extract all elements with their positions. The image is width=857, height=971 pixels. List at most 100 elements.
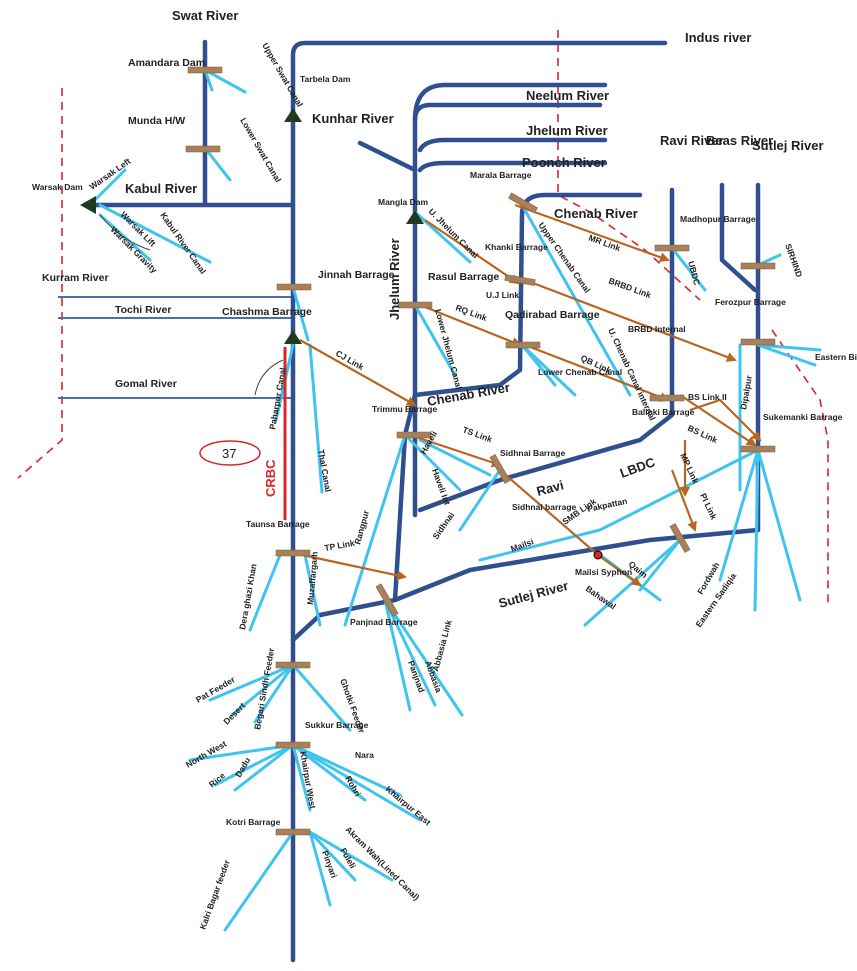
barrages xyxy=(185,66,776,836)
cj-link-arrow xyxy=(299,339,417,406)
muzaffargarh-canal xyxy=(303,553,322,627)
structure-labels: Amandara Dam Munda H/W Warsak Dam Tarbel… xyxy=(32,57,843,827)
abbasia-canal xyxy=(383,598,437,707)
neelum-river-line xyxy=(412,82,608,123)
kotri-label: Kotri Barrage xyxy=(226,817,281,827)
crbc-badge xyxy=(199,440,261,466)
sidhnai-barrage-bar xyxy=(489,454,511,484)
rangpur-canal xyxy=(343,433,407,627)
bs-link-2-label: BS Link II xyxy=(688,392,727,402)
upper-swat-canal xyxy=(203,68,247,94)
sukkur-barrage-bar xyxy=(275,741,311,749)
ubdc-label: UBDC xyxy=(686,260,702,286)
lower-jhelum-canal xyxy=(413,303,457,377)
mangla-label: Mangla Dam xyxy=(378,197,429,207)
ferozpur-barrage-bar xyxy=(740,338,776,346)
rivers xyxy=(85,39,761,963)
brbd-link-label: BRBD Link xyxy=(607,275,652,300)
chenab-lower-label: Chenab River xyxy=(426,380,511,409)
madhopur-barrage-bar xyxy=(654,244,690,252)
tarbela-dam-icon xyxy=(284,108,302,122)
amandara-label: Amandara Dam xyxy=(128,57,205,69)
rasul-barrage-bar xyxy=(397,301,433,309)
balloki-barrage-bar xyxy=(649,394,685,402)
amandara-branch xyxy=(203,68,214,92)
qb-link-arrow xyxy=(524,343,670,402)
rasul-label: Rasul Barrage xyxy=(428,271,499,283)
pat-feeder-label: Pat Feeder xyxy=(194,674,237,705)
abbasia-link-canal xyxy=(383,598,464,717)
rice-label: Rice xyxy=(207,770,227,789)
upper-chenab-label: Upper Chenab Canal xyxy=(536,220,592,294)
pi-link-arrow xyxy=(670,469,697,532)
panjnad-barrage-bar xyxy=(375,583,399,617)
taunsa-barrage-bar xyxy=(275,549,311,557)
panjnad-label: Panjnad Barrage xyxy=(350,617,418,627)
bikanar-canal xyxy=(756,343,817,367)
mailsi-bar xyxy=(669,523,691,553)
chenab-lower-to-panjnad xyxy=(392,392,418,603)
balloki-label: Balloki Barrage xyxy=(632,407,695,417)
brbd-link-arrow xyxy=(524,278,737,362)
haveli-canal xyxy=(403,433,462,492)
eastern-sadiqia-label: Eastern Sadiqia xyxy=(693,571,738,629)
kunhar-river-label: Kunhar River xyxy=(312,111,394,126)
jhelum-river-label: Jhelum River xyxy=(526,123,608,138)
kotri-barrage-bar xyxy=(275,828,311,836)
desert-label: Desert xyxy=(221,701,247,727)
warsak-canals xyxy=(93,168,127,202)
beas-river-line xyxy=(719,182,758,293)
pi-link-label: PI Link xyxy=(698,492,719,522)
neelum-river-label: Neelum River xyxy=(526,88,609,103)
sidhnai-canal-label: Sidhnai xyxy=(430,510,456,541)
madhopur-label: Madhopur Barrage xyxy=(680,214,756,224)
akram-canal xyxy=(308,830,394,882)
nara-label: Nara xyxy=(355,750,374,760)
qb-chenab-canal xyxy=(520,343,577,397)
paharpur-curve xyxy=(254,359,284,396)
khanki-label: Khanki Barrage xyxy=(485,242,548,252)
indus-main xyxy=(290,40,668,963)
sukemanki-barrage-bar xyxy=(740,445,776,453)
munda-label: Munda H/W xyxy=(128,115,185,127)
ravi-lower-label: Ravi xyxy=(535,477,565,499)
sirhind-label: SIRHIND xyxy=(783,242,804,278)
ravi-river-line xyxy=(417,187,675,513)
border-lines xyxy=(17,30,829,605)
ubdc-canal xyxy=(670,246,707,292)
kabul-river-label: Kabul River xyxy=(125,181,197,196)
qaim-canal xyxy=(638,538,682,592)
kurram-river-label: Kurram River xyxy=(42,272,109,284)
eastern-bikanar-label: Eastern Bikanar xyxy=(815,352,857,362)
begari-canal xyxy=(253,663,295,724)
gomal-river-label: Gomal River xyxy=(115,378,177,390)
kalri-label: Kalri Bagar feeder xyxy=(197,858,232,931)
jinnah-label: Jinnah Barrage xyxy=(318,269,395,281)
mp-link-label: MP Link xyxy=(678,452,701,486)
kabul-river-canal xyxy=(98,203,212,264)
chashma-label: Chashma Barrage xyxy=(222,306,312,318)
lower-chenab-label: Lower Chenab Canal xyxy=(538,367,622,377)
bahawal-label: Bahawal xyxy=(584,583,618,611)
tp-link-arrow xyxy=(292,551,407,581)
pat-feeder-canal xyxy=(208,663,295,702)
jinnah-barrage-bar xyxy=(276,283,312,291)
abbasia-link-label: Abbasia Link xyxy=(430,619,453,673)
panjnad-canal-label: Panjnad xyxy=(406,659,427,693)
canals xyxy=(93,68,822,932)
pinyari-canal xyxy=(308,830,332,907)
poonch-river-line xyxy=(417,160,608,173)
ghotki-canal xyxy=(291,663,352,732)
pakpattan-canal xyxy=(478,448,760,562)
muzaffargarh-label: Muzaffargarh xyxy=(305,551,320,605)
marala-barrage-bar xyxy=(508,192,538,214)
border-west-top xyxy=(17,88,63,479)
bs-link-2-arrow xyxy=(679,394,757,447)
ts-link-label: TS Link xyxy=(461,424,494,444)
eastern-sadiqia-canal-2 xyxy=(753,448,760,612)
khanki-barrage-bar xyxy=(504,274,536,286)
beas-river-label: Beas River xyxy=(706,133,773,148)
crbc-number: 37 xyxy=(222,446,236,461)
swat-river-label: Swat River xyxy=(172,8,238,23)
